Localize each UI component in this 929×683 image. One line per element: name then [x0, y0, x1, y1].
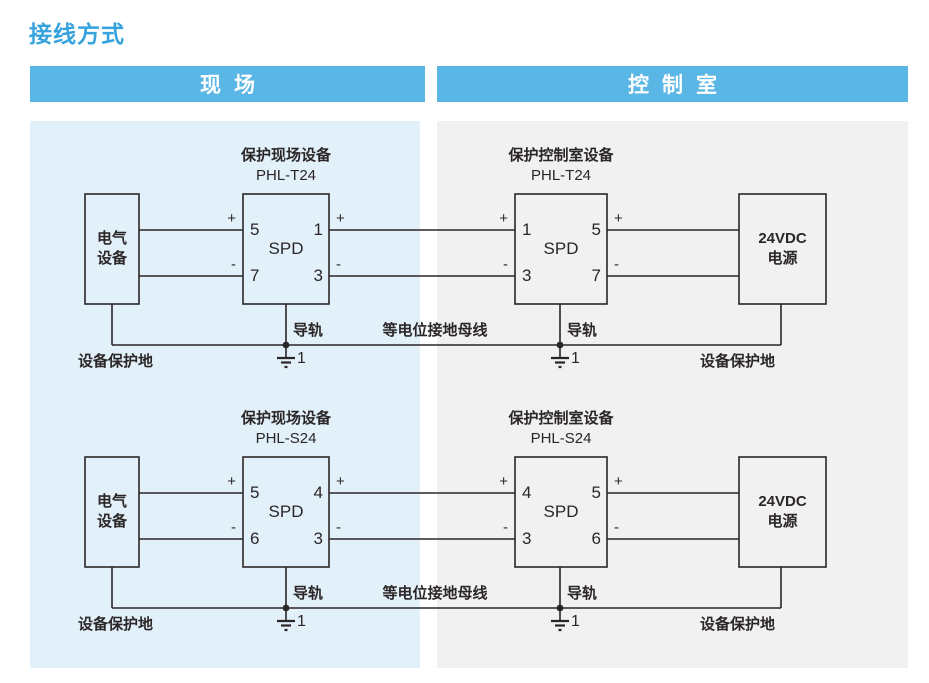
wiring-diagram-phl-t24: 保护现场设备 PHL-T24 保护控制室设备 PHL-T24 电气 设备 24V… [0, 146, 929, 391]
minus-sign: - [231, 256, 236, 273]
protective-ground-label-control: 设备保护地 [700, 353, 776, 370]
control-pin-top-right: 5 [591, 483, 601, 502]
minus-sign: - [503, 256, 508, 273]
field-pin-top-left: 5 [250, 483, 260, 502]
diagram-graphics [84, 193, 827, 369]
field-pin-bottom-left: 6 [250, 529, 260, 548]
minus-sign: - [614, 256, 619, 273]
plus-sign: + [227, 473, 236, 490]
ground-marker-control: 1 [571, 613, 580, 630]
field-spd-label: 保护现场设备 [240, 147, 331, 164]
control-pin-top-left: 1 [522, 220, 532, 239]
control-pin-bottom-right: 7 [591, 266, 601, 285]
header-control-label: 控制室 [628, 74, 730, 97]
protective-ground-label-field: 设备保护地 [78, 353, 154, 370]
junction-dot [282, 341, 290, 349]
plus-sign: + [336, 210, 345, 227]
minus-sign: - [614, 519, 619, 536]
junction-dot [556, 604, 564, 612]
control-spd-name: SPD [543, 239, 579, 258]
control-spd-box [514, 193, 608, 305]
power-box-label: 24VDC 电源 [758, 229, 807, 267]
field-spd-model: PHL-S24 [255, 430, 317, 447]
ground-symbol [277, 356, 295, 369]
plus-sign: + [499, 473, 508, 490]
control-spd-label: 保护控制室设备 [508, 410, 614, 427]
junction-dot [556, 341, 564, 349]
equipment-box-label: 电气 设备 [96, 492, 127, 530]
plus-sign: + [499, 210, 508, 227]
ground-marker-field: 1 [297, 350, 306, 367]
control-pin-top-right: 5 [591, 220, 601, 239]
power-box [738, 456, 827, 568]
page-title: 接线方式 [29, 21, 125, 47]
field-pin-top-right: 4 [313, 483, 323, 502]
field-panel [30, 121, 420, 668]
wiring-diagram-phl-s24: 保护现场设备 PHL-S24 保护控制室设备 PHL-S24 电气 设备 24V… [0, 409, 929, 654]
minus-sign: - [503, 519, 508, 536]
ground-marker-control: 1 [571, 350, 580, 367]
control-spd-name: SPD [543, 502, 579, 521]
minus-sign: - [336, 519, 341, 536]
protective-ground-label-control: 设备保护地 [700, 616, 776, 633]
plus-sign: + [614, 473, 623, 490]
control-spd-label: 保护控制室设备 [508, 147, 614, 164]
plus-sign: + [614, 210, 623, 227]
plus-sign: + [336, 473, 345, 490]
ground-marker-field: 1 [297, 613, 306, 630]
power-box-label: 24VDC 电源 [758, 492, 807, 530]
diagram-graphics [84, 456, 827, 632]
control-pin-bottom-left: 3 [522, 529, 532, 548]
header-control: 控制室 [437, 66, 908, 102]
header-field-label: 现场 [200, 74, 268, 97]
control-pin-top-left: 4 [522, 483, 532, 502]
minus-sign: - [231, 519, 236, 536]
field-pin-top-left: 5 [250, 220, 260, 239]
equipotential-bus-label: 等电位接地母线 [382, 322, 488, 339]
protective-ground-label-field: 设备保护地 [78, 616, 154, 633]
control-pin-bottom-right: 6 [591, 529, 601, 548]
rail-label-control: 导轨 [567, 322, 598, 339]
field-pin-top-right: 1 [313, 220, 323, 239]
rail-label-field: 导轨 [293, 585, 324, 602]
equipment-box-label: 电气 设备 [96, 229, 127, 267]
header-field: 现场 [30, 66, 425, 102]
minus-sign: - [336, 256, 341, 273]
field-spd-model: PHL-T24 [255, 167, 317, 184]
equipotential-bus-label: 等电位接地母线 [382, 585, 488, 602]
control-spd-model: PHL-T24 [530, 167, 592, 184]
field-spd-name: SPD [268, 239, 304, 258]
control-pin-bottom-left: 3 [522, 266, 532, 285]
ground-symbol [551, 619, 569, 632]
control-spd-model: PHL-S24 [530, 430, 592, 447]
field-pin-bottom-right: 3 [313, 529, 323, 548]
power-box [738, 193, 827, 305]
field-pin-bottom-left: 7 [250, 266, 260, 285]
ground-symbol [551, 356, 569, 369]
control-spd-box [514, 456, 608, 568]
rail-label-control: 导轨 [567, 585, 598, 602]
ground-symbol [277, 619, 295, 632]
field-spd-label: 保护现场设备 [240, 410, 331, 427]
junction-dot [282, 604, 290, 612]
field-pin-bottom-right: 3 [313, 266, 323, 285]
rail-label-field: 导轨 [293, 322, 324, 339]
plus-sign: + [227, 210, 236, 227]
field-spd-name: SPD [268, 502, 304, 521]
